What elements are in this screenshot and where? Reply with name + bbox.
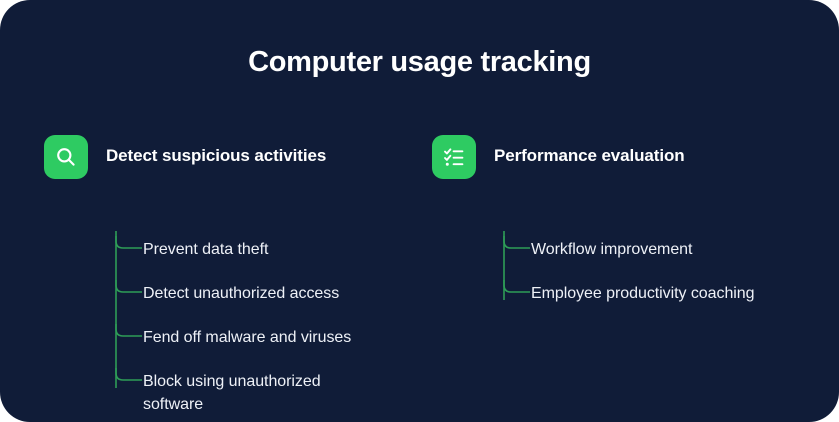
list-item: Employee productivity coaching <box>531 285 755 302</box>
column-header: Performance evaluation <box>432 135 802 183</box>
column-detect-suspicious-activities: Detect suspicious activities Prevent dat… <box>44 135 404 413</box>
column-performance-evaluation: Performance evaluation Workflow improvem… <box>432 135 802 302</box>
list-item: Detect unauthorized access <box>143 285 340 302</box>
search-icon <box>44 135 88 179</box>
page-title: Computer usage tracking <box>248 46 591 78</box>
column-header: Detect suspicious activities <box>44 135 404 183</box>
list-item: Prevent data theft <box>143 241 269 258</box>
column-title: Detect suspicious activities <box>106 146 327 165</box>
list-item: Workflow improvement <box>531 241 693 258</box>
list-item: Fend off malware and viruses <box>143 329 352 346</box>
checklist-icon <box>432 135 476 179</box>
list-item: Block using unauthorized software <box>143 373 321 413</box>
column-title: Performance evaluation <box>494 146 685 165</box>
